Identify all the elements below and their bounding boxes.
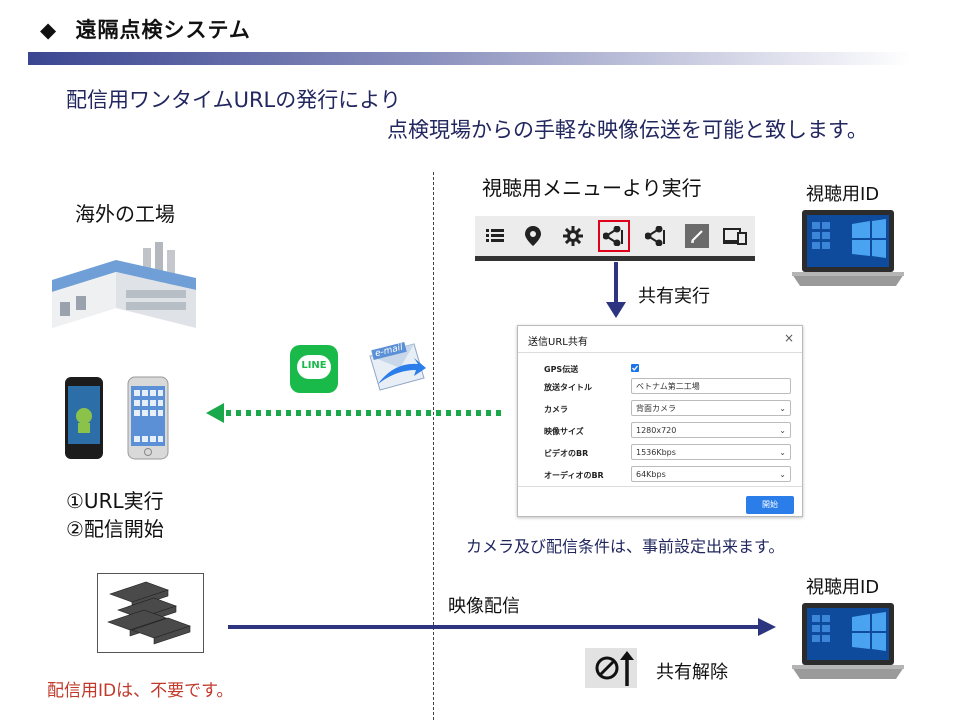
factory-icon (52, 242, 196, 328)
share-icon[interactable] (598, 220, 630, 252)
title-text: 遠隔点検システム (75, 18, 251, 42)
viewer-id-label-bottom: 視聴用ID (806, 577, 880, 598)
edit-icon[interactable] (681, 220, 713, 252)
no-id-needed-note: 配信用IDは、不要です。 (47, 681, 234, 701)
gps-label: GPS伝送 (544, 365, 579, 374)
dialog-title: 送信URL共有 (528, 337, 588, 348)
stream-arrow (228, 618, 776, 636)
green-dotted-arrow (206, 403, 502, 423)
chevron-down-icon: ⌄ (779, 448, 786, 457)
video-br-select[interactable]: 1536Kbps⌄ (631, 444, 791, 460)
broadcast-title-input[interactable]: ベトナム第二工場 (631, 378, 791, 394)
line-app-icon: LINE (290, 345, 338, 393)
start-button[interactable]: 開始 (746, 496, 794, 514)
video-size-select[interactable]: 1280x720⌄ (631, 422, 791, 438)
viewer-toolbar (475, 216, 755, 261)
down-arrow (606, 262, 626, 318)
unshare-label: 共有解除 (656, 662, 728, 683)
step-2: ②配信開始 (66, 517, 164, 541)
chevron-down-icon: ⌄ (779, 426, 786, 435)
section-divider (433, 172, 434, 720)
camera-label: カメラ (544, 405, 568, 414)
share-exec-label: 共有実行 (638, 286, 710, 307)
camera-select[interactable]: 背面カメラ⌄ (631, 400, 791, 416)
viewer-id-label-top: 視聴用ID (806, 184, 880, 205)
chevron-down-icon: ⌄ (779, 404, 786, 413)
laptop-icon (792, 603, 904, 679)
close-icon[interactable]: × (783, 331, 794, 345)
lead-line-1: 配信用ワンタイムURLの発行により (66, 88, 401, 112)
factory-label: 海外の工場 (75, 202, 175, 226)
iphone-icon (127, 376, 169, 460)
share-url-dialog: 送信URL共有 × GPS伝送 放送タイトル ベトナム第二工場 カメラ 背面カメ… (517, 325, 803, 517)
laptop-icon (792, 210, 904, 286)
email-icon: e-mail (364, 338, 428, 396)
lead-line-2: 点検現場からの手軽な映像伝送を可能と致します。 (387, 118, 868, 142)
devices-icon[interactable] (719, 220, 751, 252)
list-icon[interactable] (479, 220, 511, 252)
preset-note: カメラ及び配信条件は、事前設定出来ます。 (466, 537, 785, 556)
unshare-icon[interactable] (585, 648, 637, 688)
diamond-bullet-icon: ◆ (40, 18, 58, 42)
video-br-label: ビデオのBR (544, 449, 589, 458)
location-pin-icon[interactable] (517, 220, 549, 252)
steps-list: ①URL実行 ②配信開始 (66, 487, 164, 543)
viewer-menu-title: 視聴用メニューより実行 (482, 176, 702, 200)
gear-icon[interactable] (557, 220, 589, 252)
title-underline-bar (28, 52, 912, 65)
android-phone-icon (65, 377, 103, 459)
dialog-footer-divider (518, 486, 802, 487)
broadcast-title-label: 放送タイトル (544, 383, 592, 392)
steel-beams-image (97, 573, 204, 653)
chevron-down-icon: ⌄ (779, 470, 786, 479)
page-title: ◆ 遠隔点検システム (40, 14, 251, 44)
video-size-label: 映像サイズ (544, 427, 584, 436)
audio-br-select[interactable]: 64Kbps⌄ (631, 466, 791, 482)
stream-label: 映像配信 (448, 596, 520, 617)
step-1: ①URL実行 (66, 489, 164, 513)
audio-br-label: オーディオのBR (544, 471, 604, 480)
dialog-header: 送信URL共有 × (518, 326, 802, 353)
share-icon[interactable] (640, 220, 672, 252)
gps-checkbox[interactable] (631, 364, 639, 372)
